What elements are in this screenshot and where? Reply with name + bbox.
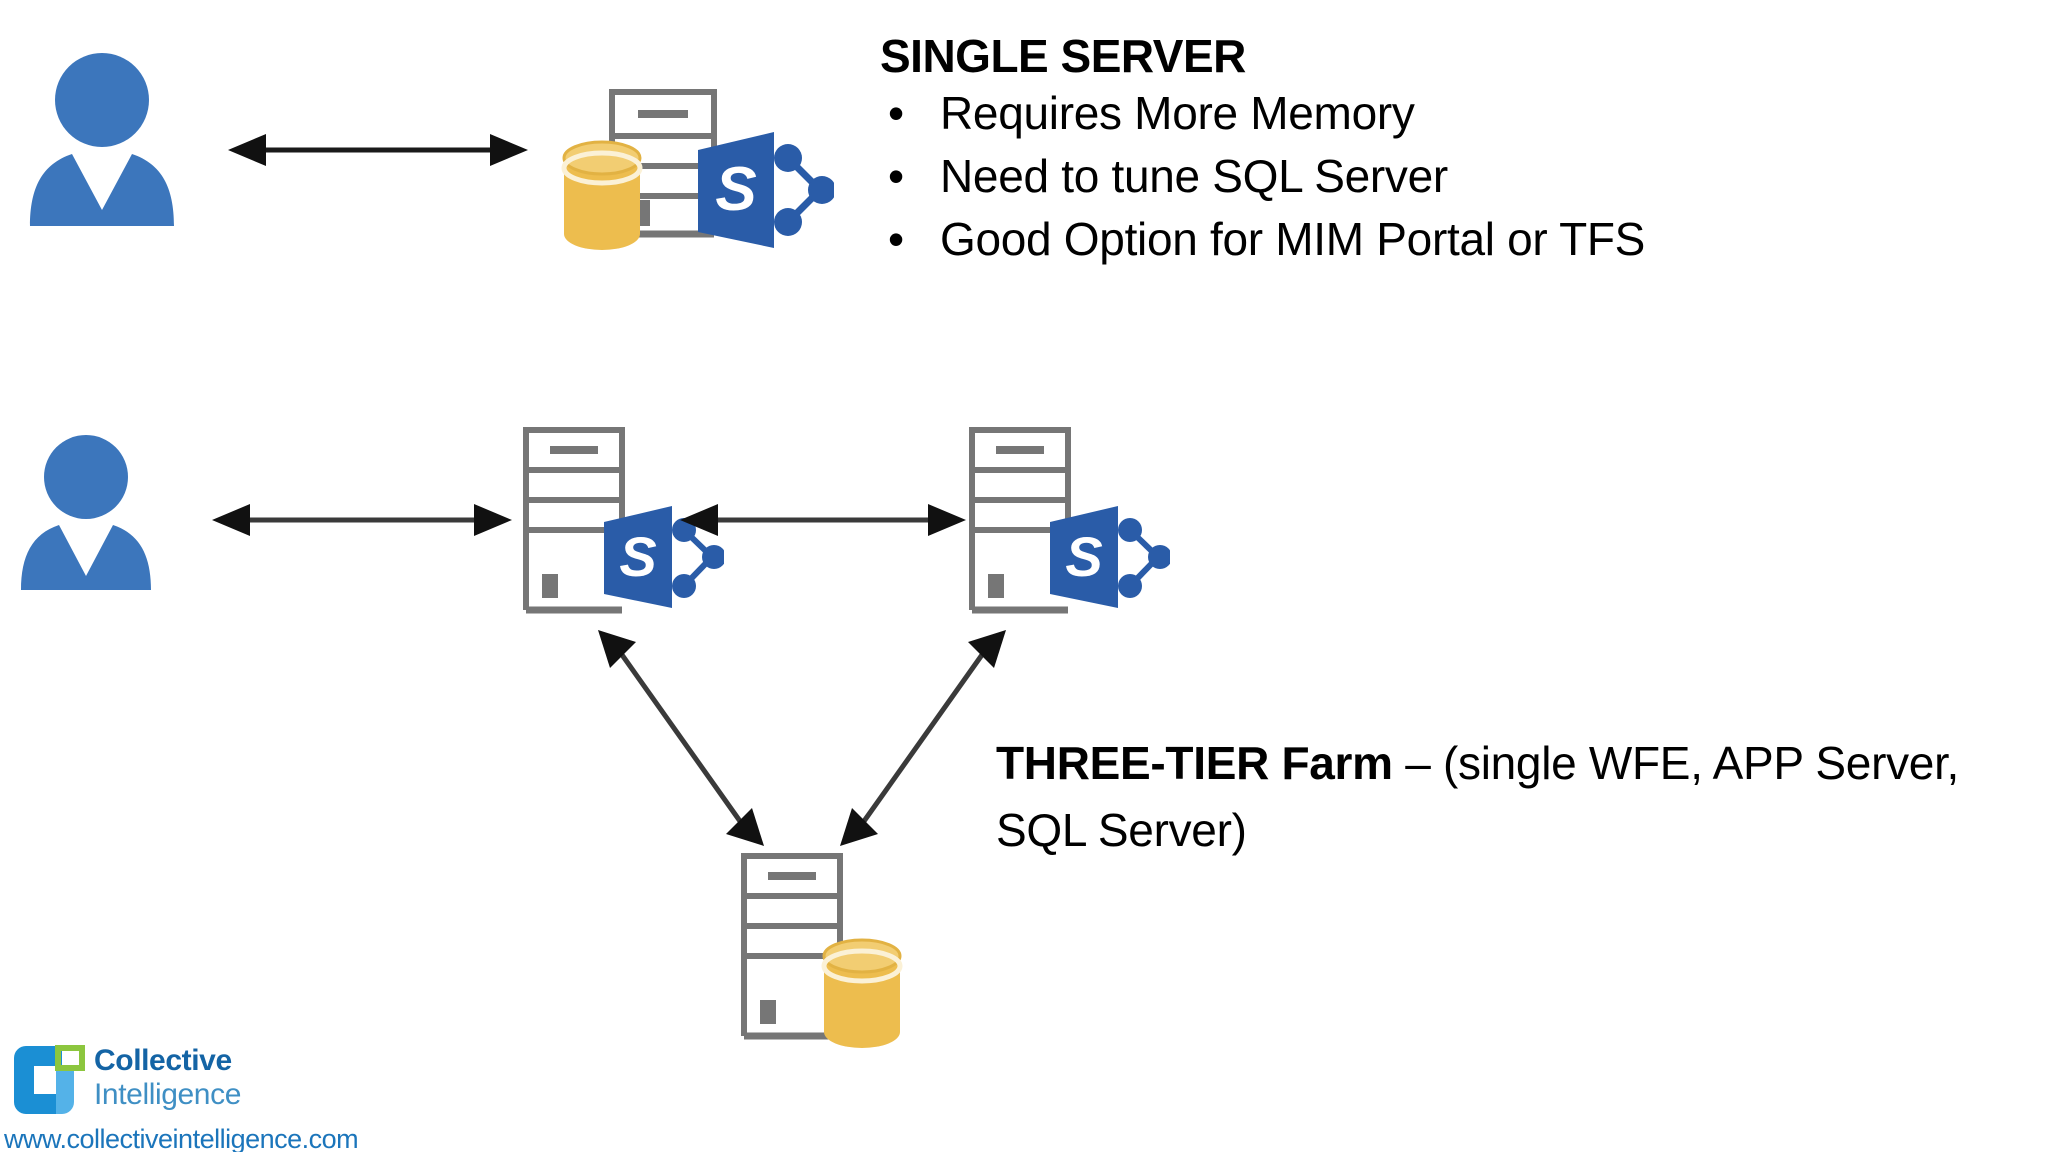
bullet-text: Need to tune SQL Server [940, 149, 1448, 202]
user-icon-row2 [16, 430, 156, 592]
svg-text:S: S [619, 525, 656, 588]
brand-website-url[interactable]: www.collectiveintelligence.com [4, 1124, 359, 1152]
sharepoint-logo-app: S [1044, 502, 1170, 612]
brand-wordmark: Collective Intelligence [94, 1044, 241, 1111]
sql-database-cylinder-row3 [820, 938, 904, 1050]
three-tier-rest-text: – (single WFE, APP Server, SQL Server) [996, 737, 1960, 856]
list-item: • Need to tune SQL Server [880, 145, 2020, 208]
app-server-tower [968, 426, 1072, 616]
single-server-tower [608, 88, 718, 238]
user-icon-row1 [24, 48, 180, 228]
sql-server-tower [740, 852, 844, 1042]
brand-line-collective: Collective [94, 1044, 232, 1077]
bullet-dot-icon: • [888, 212, 904, 265]
footer-branding: Collective Intelligence www.collectivein… [0, 1032, 360, 1152]
bullet-dot-icon: • [888, 149, 904, 202]
sharepoint-logo-wfe: S [598, 502, 724, 612]
arrow-app-to-sql [838, 628, 1008, 848]
arrow-user-to-server-row1 [228, 128, 528, 172]
arrow-user-to-wfe [212, 498, 512, 542]
single-server-heading: SINGLE SERVER [880, 30, 1246, 82]
single-server-text-block: SINGLE SERVER • Requires More Memory • N… [880, 30, 2020, 271]
wfe-server-tower [522, 426, 626, 616]
list-item: • Good Option for MIM Portal or TFS [880, 208, 2020, 271]
three-tier-paragraph: THREE-TIER Farm – (single WFE, APP Serve… [996, 730, 2016, 863]
arrow-wfe-to-app [680, 498, 966, 542]
sharepoint-logo-row1: S [690, 128, 834, 252]
arrow-wfe-to-sql [596, 628, 766, 848]
svg-text:S: S [715, 155, 756, 224]
list-item: • Requires More Memory [880, 82, 2020, 145]
three-tier-strong-label: THREE-TIER Farm [996, 737, 1393, 789]
brand-line-intelligence: Intelligence [94, 1077, 241, 1111]
sql-database-cylinder-row1 [560, 140, 644, 252]
single-server-bullet-list: • Requires More Memory • Need to tune SQ… [880, 82, 2020, 271]
three-tier-text-block: THREE-TIER Farm – (single WFE, APP Serve… [996, 730, 2016, 863]
svg-text:S: S [1065, 525, 1102, 588]
bullet-dot-icon: • [888, 86, 904, 139]
bullet-text: Good Option for MIM Portal or TFS [940, 212, 1646, 265]
collective-intelligence-logo-icon [8, 1044, 86, 1116]
bullet-text: Requires More Memory [940, 86, 1415, 139]
